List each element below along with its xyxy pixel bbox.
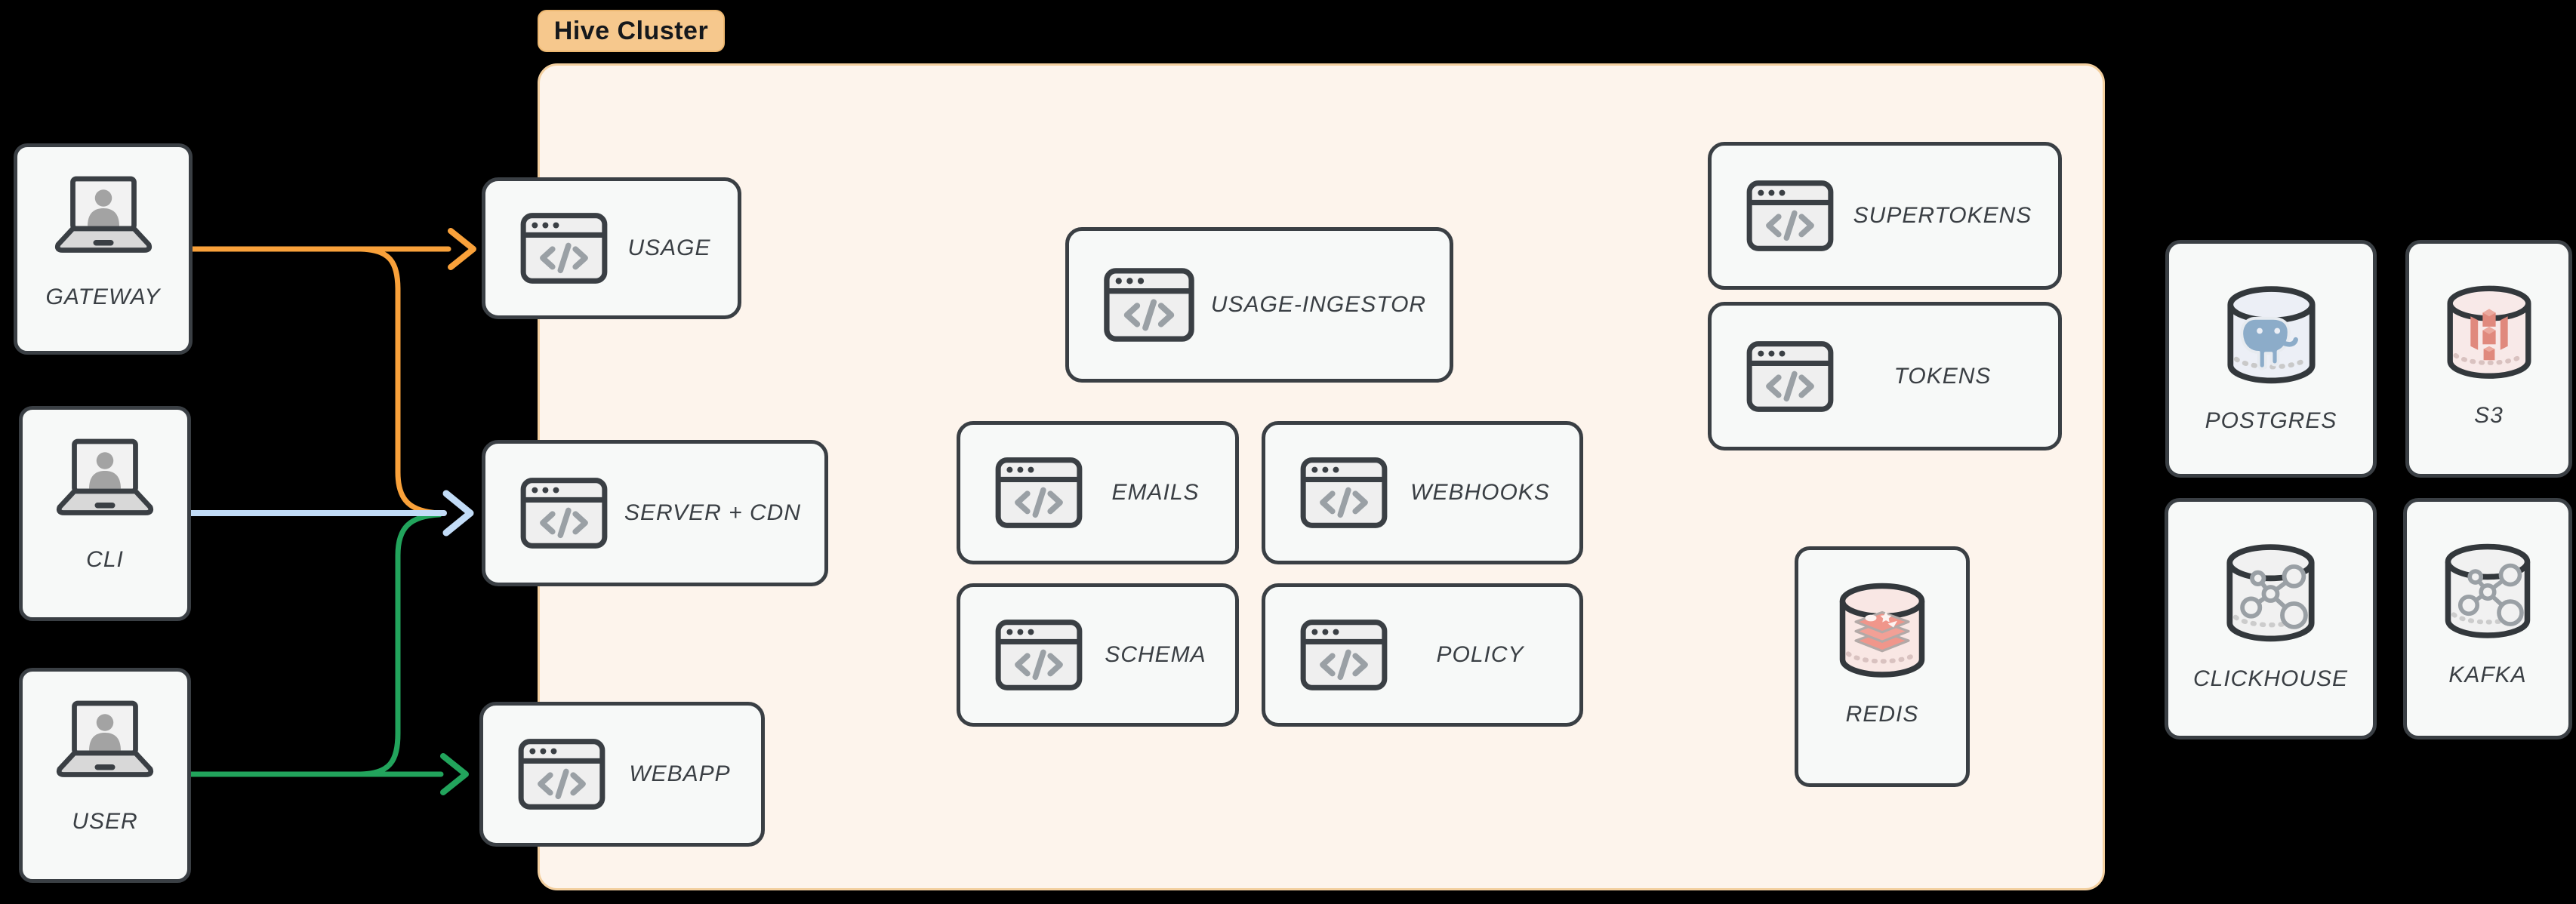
user-arrow [187,512,469,795]
clickhouse-database-icon [2212,533,2329,654]
code-window-icon [1299,457,1388,529]
laptop-user-icon [48,699,162,789]
node-cli: CLI [19,406,191,621]
node-label: WEBHOOKS [1410,480,1550,505]
postgres-database-icon [2213,275,2330,396]
cli-arrowhead [442,490,474,537]
hive-cluster-label: Hive Cluster [553,16,709,45]
node-label: CLI [86,547,124,572]
node-redis: REDIS [1795,546,1970,787]
node-label: S3 [2474,403,2504,428]
node-label: TOKENS [1893,363,1992,389]
node-clickhouse: CLICKHOUSE [2165,498,2377,739]
code-window-icon [517,738,606,810]
node-postgres: POSTGRES [2165,240,2377,478]
node-webhooks: WEBHOOKS [1262,421,1583,564]
gateway-arrow [190,228,476,516]
node-label: KAFKA [2448,663,2527,687]
node-label: CLICKHOUSE [2192,666,2349,691]
node-label: SCHEMA [1105,642,1206,667]
node-label: GATEWAY [45,284,161,309]
code-window-icon [994,619,1083,691]
node-label: POLICY [1436,642,1524,667]
code-window-icon [1746,340,1835,413]
node-label: EMAILS [1111,480,1200,505]
cli-arrow [188,490,474,537]
node-label: POSTGRES [2205,408,2337,433]
code-window-icon [1299,619,1388,691]
node-label: USAGE-INGESTOR [1210,292,1427,317]
s3-database-icon [2433,275,2545,391]
node-policy: POLICY [1262,583,1583,727]
node-tokens: TOKENS [1708,302,2062,450]
gateway-arrowhead [448,228,476,270]
user-to-server-branch [358,512,442,777]
code-window-icon [519,477,609,549]
code-window-icon [519,212,609,284]
gateway-to-server-branch [358,246,442,516]
node-usage: USAGE [482,177,741,319]
user-arrowhead [440,753,469,795]
node-server-cdn: SERVER + CDN [482,440,828,586]
node-s3: S3 [2405,240,2572,478]
node-label: SUPERTOKENS [1853,203,2032,228]
hive-cluster-badge: Hive Cluster [538,10,725,52]
node-label: REDIS [1845,702,1919,727]
node-gateway: GATEWAY [14,143,193,355]
node-user: USER [19,668,191,883]
node-label: USAGE [627,235,711,260]
node-usage-ingestor: USAGE-INGESTOR [1065,227,1453,383]
node-schema: SCHEMA [957,583,1239,727]
node-kafka: KAFKA [2403,498,2572,739]
code-window-icon [1746,180,1835,252]
node-emails: EMAILS [957,421,1239,564]
laptop-user-icon [47,174,160,265]
node-webapp: WEBAPP [479,702,765,847]
laptop-user-icon [48,437,162,527]
node-label: USER [72,809,138,834]
node-label: WEBAPP [629,761,731,786]
code-window-icon [994,457,1083,529]
node-label: SERVER + CDN [624,500,801,525]
code-window-icon [1103,267,1195,343]
node-supertokens: SUPERTOKENS [1708,142,2062,290]
kafka-database-icon [2431,533,2544,650]
redis-database-icon [1826,573,1939,690]
